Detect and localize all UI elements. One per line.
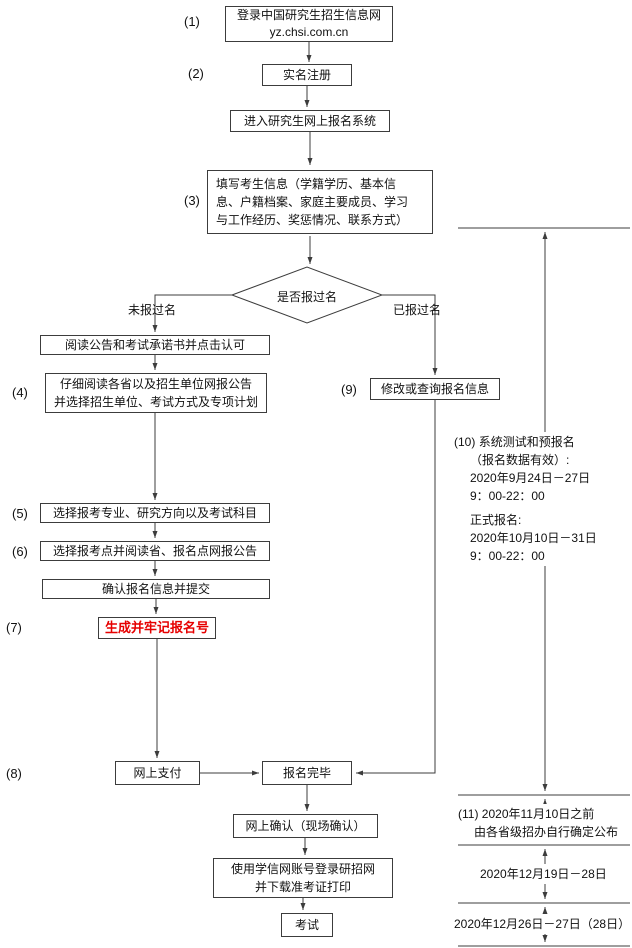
- step-label-9: (9): [341, 382, 357, 397]
- pre-reg-title: 系统测试和预报名: [478, 435, 575, 449]
- arrow-decision-no: [152, 294, 232, 332]
- formal-reg-hours: 9：00-22：00: [470, 549, 545, 563]
- node-login: 登录中国研究生招生信息网 yz.chsi.com.cn: [225, 6, 393, 42]
- node-register: 实名注册: [262, 64, 352, 86]
- step-label-7: (7): [6, 620, 22, 635]
- node-choose-site: 选择报考点并阅读省、报名点网报公告: [40, 541, 270, 561]
- annotation-pre-registration: (10) 系统测试和预报名 （报名数据有效）: 2020年9月24日－27日 9…: [452, 432, 599, 566]
- node-fill-info-line1: 填写考生信息（学籍学历、基本信: [216, 177, 397, 191]
- decision-diamond: [230, 266, 384, 324]
- node-read-province: 仔细阅读各省以及招生单位网报公告 并选择招生单位、考试方式及专项计划: [45, 373, 267, 413]
- confirm-period-line1: 2020年11月10日之前: [481, 807, 595, 821]
- step-label-3: (3): [184, 193, 200, 208]
- node-confirm-submit: 确认报名信息并提交: [42, 579, 270, 599]
- node-download-ticket-line2: 并下载准考证打印: [254, 880, 351, 894]
- confirm-period-line2: 由各省级招办自行确定公布: [474, 825, 619, 839]
- node-fill-info-line3: 与工作经历、奖惩情况、联系方式）: [216, 213, 409, 227]
- formal-reg-dates: 2020年10月10日－31日: [470, 531, 597, 545]
- node-exam: 考试: [281, 913, 333, 937]
- step-label-5: (5): [12, 506, 28, 521]
- node-enter-system: 进入研究生网上报名系统: [230, 110, 390, 132]
- step-label-4: (4): [12, 385, 28, 400]
- step-label-2: (2): [188, 66, 204, 81]
- node-download-ticket: 使用学信网账号登录研招网 并下载准考证打印: [213, 858, 393, 898]
- annotation-confirm-period: (11) 2020年11月10日之前 由各省级招办自行确定公布: [456, 804, 621, 842]
- step-label-1: (1): [184, 14, 200, 29]
- node-download-ticket-line1: 使用学信网账号登录研招网: [230, 862, 375, 876]
- branch-label-yes: 已报过名: [393, 303, 442, 317]
- node-modify-query: 修改或查询报名信息: [370, 378, 500, 400]
- formal-reg-title: 正式报名:: [470, 513, 522, 527]
- annotation-print-period: 2020年12月19日－28日: [478, 864, 609, 884]
- pre-reg-valid: （报名数据有效）:: [470, 453, 570, 467]
- step-label-11: (11): [458, 807, 479, 821]
- node-fill-info: 填写考生信息（学籍学历、基本信 息、户籍档案、家庭主要成员、学习 与工作经历、奖…: [207, 170, 433, 234]
- node-onsite-confirm: 网上确认（现场确认）: [233, 814, 378, 838]
- node-done: 报名完毕: [262, 761, 352, 785]
- node-generate-id: 生成并牢记报名号: [98, 617, 216, 639]
- arrow-decision-yes: [382, 294, 438, 375]
- node-login-line1: 登录中国研究生招生信息网: [236, 8, 381, 22]
- step-label-6: (6): [12, 544, 28, 559]
- node-fill-info-line2: 息、户籍档案、家庭主要成员、学习: [216, 195, 409, 209]
- decision-label: 是否报过名: [276, 290, 337, 304]
- node-pay-online: 网上支付: [115, 761, 200, 785]
- annotation-exam-period: 2020年12月26日－27日（28日）: [452, 914, 632, 934]
- step-label-10: (10): [454, 435, 476, 449]
- arrow-modify-done: [356, 400, 436, 776]
- pre-reg-hours: 9：00-22：00: [470, 489, 545, 503]
- node-read-province-line2: 并选择招生单位、考试方式及专项计划: [53, 395, 258, 409]
- node-read-notice: 阅读公告和考试承诺书并点击认可: [40, 335, 270, 355]
- node-choose-major: 选择报考专业、研究方向以及考试科目: [40, 503, 270, 523]
- branch-label-no: 未报过名: [128, 303, 177, 317]
- pre-reg-dates: 2020年9月24日－27日: [470, 471, 591, 485]
- node-read-province-line1: 仔细阅读各省以及招生单位网报公告: [59, 377, 252, 391]
- step-label-8: (8): [6, 766, 22, 781]
- node-login-url: yz.chsi.com.cn: [269, 25, 349, 39]
